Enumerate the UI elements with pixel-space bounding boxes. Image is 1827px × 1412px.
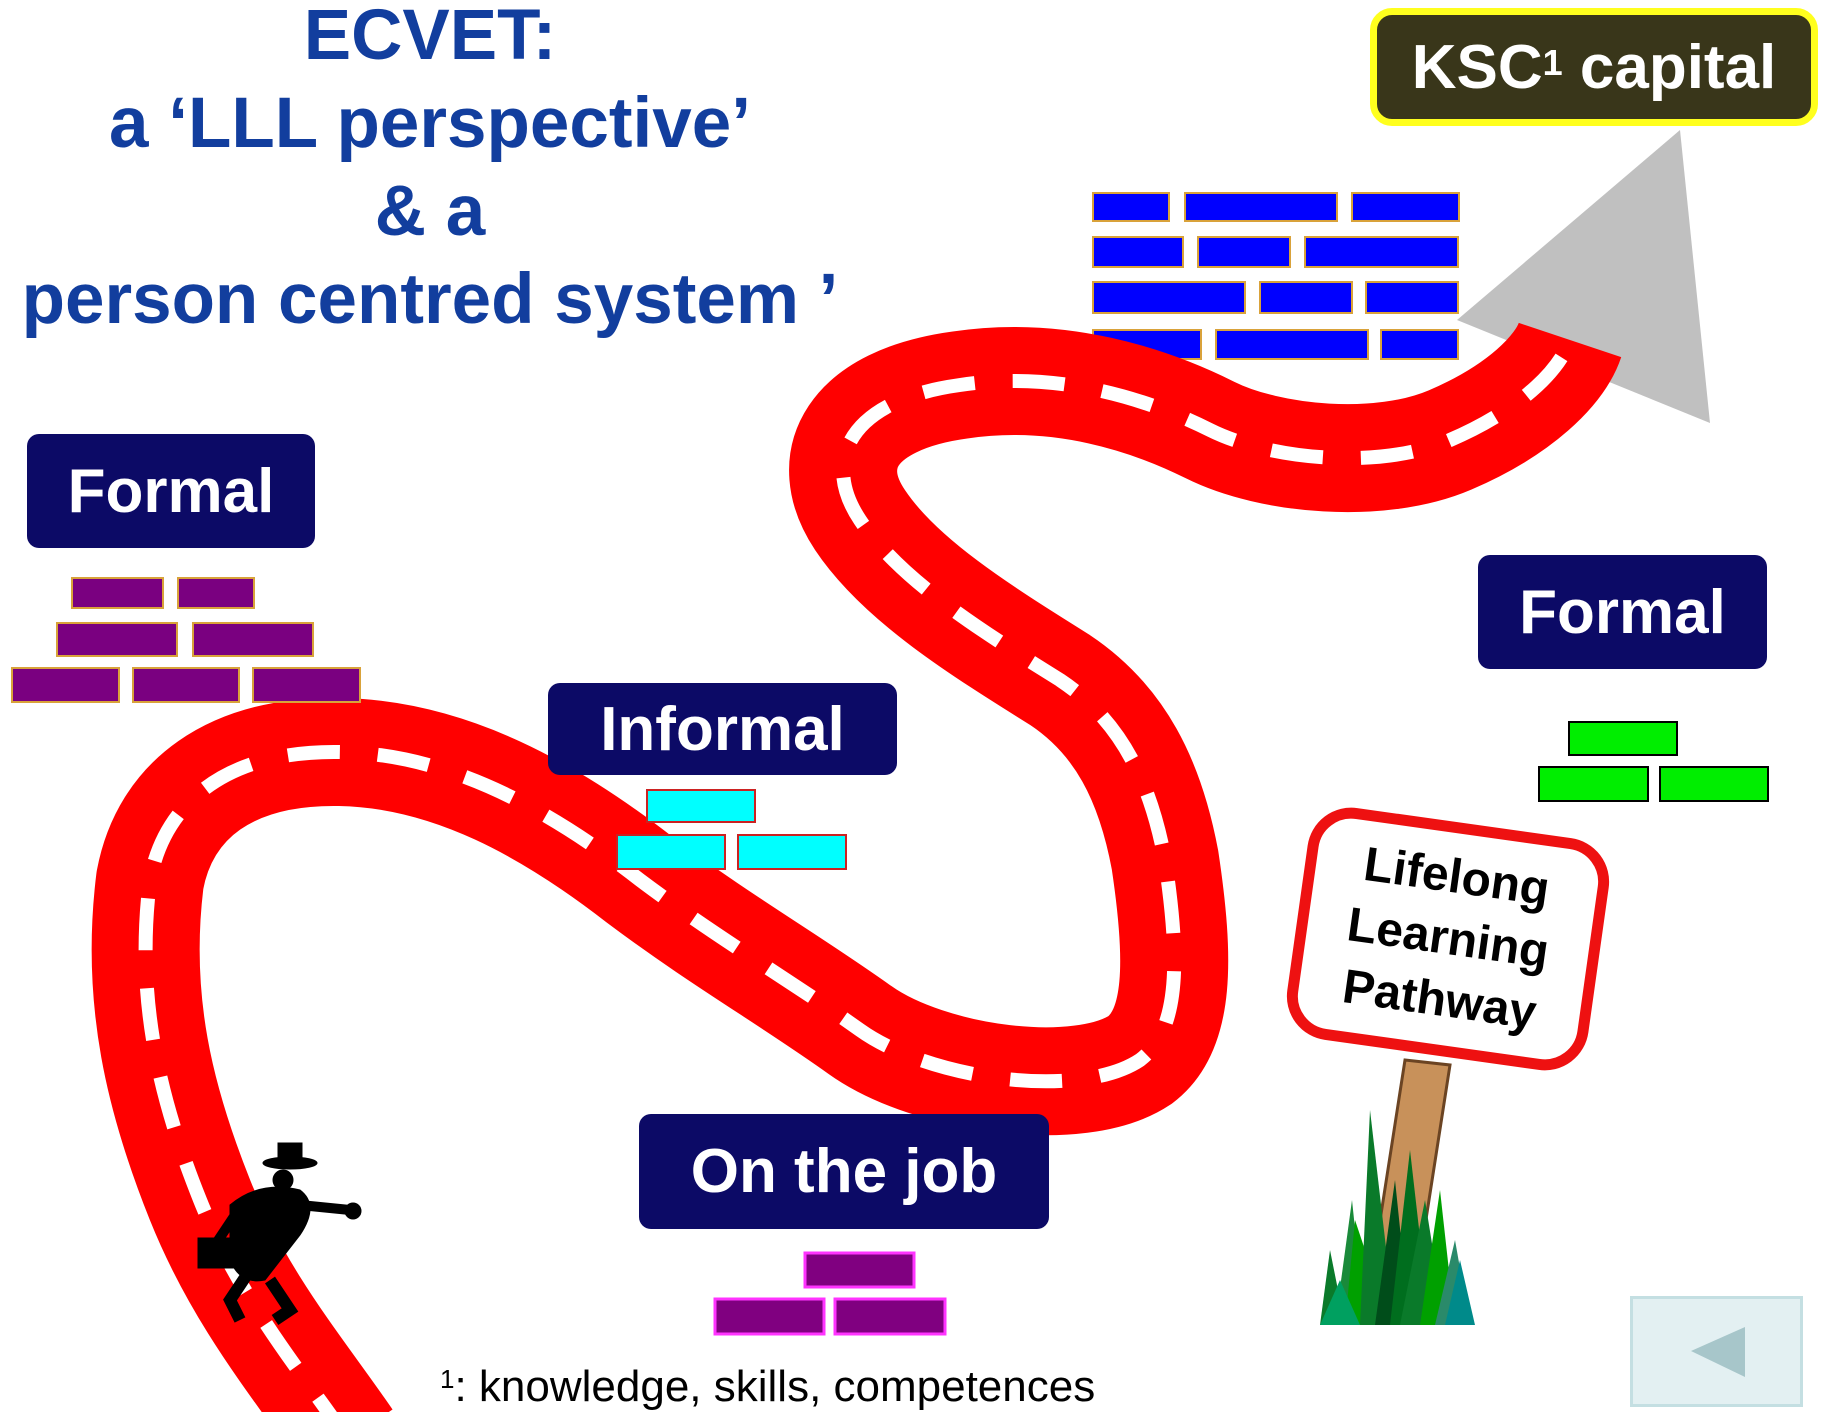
title-line-4: person centred system ’ bbox=[21, 260, 839, 339]
walking-man-with-briefcase-icon bbox=[197, 1142, 362, 1325]
back-button[interactable] bbox=[1630, 1296, 1803, 1407]
page-title: ECVET: a ‘LLL perspective’ & a person ce… bbox=[0, 0, 860, 344]
footnote-superscript: 1 bbox=[440, 1364, 455, 1394]
bricks-formal-left bbox=[11, 577, 361, 703]
bricks-informal bbox=[616, 789, 847, 870]
label-formal-right: Formal bbox=[1478, 555, 1767, 669]
title-line-2: a ‘LLL perspective’ bbox=[109, 84, 751, 163]
signpost: Lifelong Learning Pathway bbox=[1281, 801, 1615, 1077]
bricks-on-the-job bbox=[713, 1251, 947, 1336]
bricks-top bbox=[1092, 192, 1460, 360]
label-informal: Informal bbox=[548, 683, 897, 775]
footnote-text: : knowledge, skills, competences bbox=[454, 1362, 1096, 1411]
goal-arrow bbox=[1457, 130, 1710, 423]
title-line-1: ECVET: bbox=[303, 0, 557, 75]
back-arrow-icon bbox=[1691, 1327, 1745, 1377]
label-formal-left: Formal bbox=[27, 434, 315, 548]
bricks-formal-right bbox=[1538, 721, 1769, 802]
label-on-the-job: On the job bbox=[639, 1114, 1049, 1229]
title-line-3: & a bbox=[374, 172, 486, 251]
grass-icon bbox=[1320, 1110, 1475, 1325]
road-center-marking bbox=[138, 337, 1577, 1412]
signpost-board: Lifelong Learning Pathway bbox=[1281, 801, 1615, 1077]
goal-superscript: 1 bbox=[1542, 42, 1563, 83]
footnote: 1: knowledge, skills, competences bbox=[440, 1362, 1095, 1412]
goal-label-suffix: capital bbox=[1562, 32, 1777, 102]
goal-label: KSC bbox=[1411, 32, 1543, 102]
